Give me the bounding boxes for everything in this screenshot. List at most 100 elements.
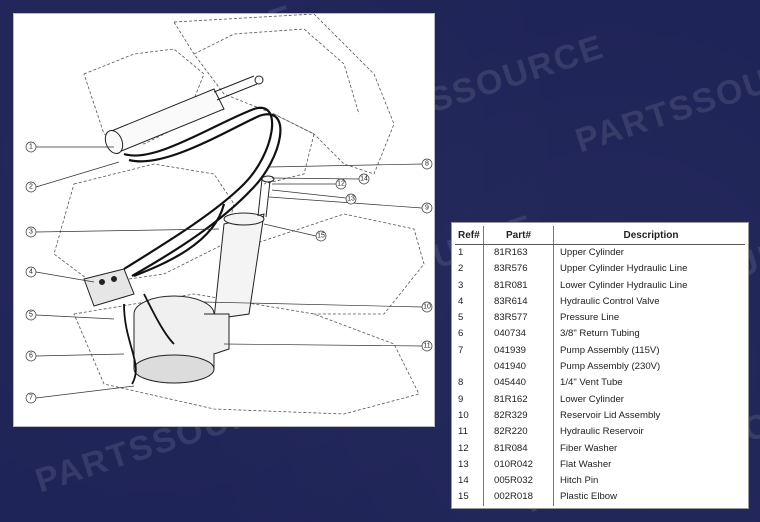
row-description: Lower Cylinder (560, 393, 624, 405)
callout-bubbles: 1 2 3 4 5 6 7 8 9 10 11 12 13 14 15 (25, 141, 433, 404)
callout-label-8: 8 (425, 161, 429, 168)
callout-4 (25, 266, 37, 278)
row-description: Hydraulic Control Valve (560, 295, 660, 307)
callout-12 (335, 178, 347, 190)
exploded-diagram: 1 2 3 4 5 6 7 8 9 10 11 12 13 14 15 (13, 13, 435, 427)
row-part-number: 82R220 (483, 424, 554, 441)
row-ref: 3 (455, 277, 484, 294)
callout-label-4: 4 (29, 269, 33, 276)
row-description: Upper Cylinder (560, 247, 624, 258)
callout-7 (25, 392, 37, 404)
row-description: Hydraulic Reservoir (560, 426, 644, 438)
callout-label-15: 15 (317, 233, 325, 240)
table-header-row: Ref# Part# Description (455, 226, 745, 245)
row-ref: 12 (455, 440, 484, 457)
row-part-number: 81R163 (483, 244, 554, 262)
row-description: Plastic Elbow (560, 491, 618, 503)
row-ref: 7 (455, 342, 484, 360)
row-description: 3/8" Return Tubing (560, 328, 640, 340)
row-part-number: 83R614 (483, 293, 554, 311)
row-part-number: 82R329 (483, 407, 554, 425)
row-ref: 9 (455, 391, 484, 408)
callout-label-5: 5 (29, 312, 33, 319)
table-row: 041940 Pump Assembly (230V) (455, 359, 745, 376)
row-ref: 4 (455, 293, 484, 311)
row-part-number: 83R577 (483, 310, 554, 327)
row-part-number: 045440 (483, 375, 554, 392)
callout-9 (421, 202, 433, 214)
row-description: Flat Washer (560, 458, 612, 470)
row-ref: 13 (455, 456, 484, 474)
callout-8 (421, 158, 433, 170)
row-ref: 2 (455, 261, 484, 278)
callout-3 (25, 226, 37, 238)
row-part-number: 041940 (483, 359, 554, 376)
hydraulic-assembly-drawing (35, 14, 425, 415)
callout-1 (25, 141, 37, 153)
callout-label-12: 12 (337, 181, 345, 188)
row-ref: 5 (455, 310, 484, 327)
row-part-number: 005R032 (483, 473, 554, 490)
row-part-number: 002R018 (483, 489, 554, 506)
row-ref: 10 (455, 407, 484, 425)
row-part-number: 041939 (483, 342, 554, 360)
header-part: Part# (483, 226, 554, 245)
callout-2 (25, 181, 37, 193)
callout-label-14: 14 (360, 176, 368, 183)
callout-label-10: 10 (423, 304, 431, 311)
callout-11 (421, 340, 433, 352)
callout-label-11: 11 (423, 343, 430, 350)
callout-label-9: 9 (425, 205, 429, 212)
header-ref: Ref# (455, 226, 484, 245)
callout-label-1: 1 (29, 144, 33, 151)
row-description: Pressure Line (560, 312, 620, 324)
callout-13 (345, 193, 357, 205)
row-description: Lower Cylinder Hydraulic Line (560, 279, 688, 291)
row-description: Upper Cylinder Hydraulic Line (560, 263, 688, 275)
row-ref: 14 (455, 473, 484, 490)
row-description: Pump Assembly (230V) (560, 361, 661, 373)
row-description: Pump Assembly (115V) (560, 344, 660, 356)
row-description: Reservoir Lid Assembly (560, 409, 661, 421)
row-ref (455, 359, 484, 376)
callout-label-7: 7 (29, 395, 33, 402)
row-part-number: 040734 (483, 326, 554, 343)
callout-10 (421, 301, 433, 313)
row-ref: 8 (455, 375, 484, 392)
callout-label-3: 3 (29, 229, 33, 236)
row-ref: 11 (455, 424, 484, 441)
callout-6 (25, 350, 37, 362)
row-part-number: 83R576 (483, 261, 554, 278)
row-ref: 15 (455, 489, 484, 506)
row-description: Hitch Pin (560, 475, 599, 487)
row-part-number: 81R081 (483, 277, 554, 294)
row-part-number: 81R162 (483, 391, 554, 408)
row-description: Fiber Washer (560, 442, 618, 454)
callout-14 (358, 173, 370, 185)
callout-label-2: 2 (29, 184, 33, 191)
header-description: Description (553, 226, 745, 245)
callout-label-6: 6 (29, 353, 33, 360)
row-ref: 6 (455, 326, 484, 343)
row-ref: 1 (455, 244, 484, 262)
row-description: 1/4" Vent Tube (560, 377, 623, 389)
callout-label-13: 13 (347, 196, 355, 203)
